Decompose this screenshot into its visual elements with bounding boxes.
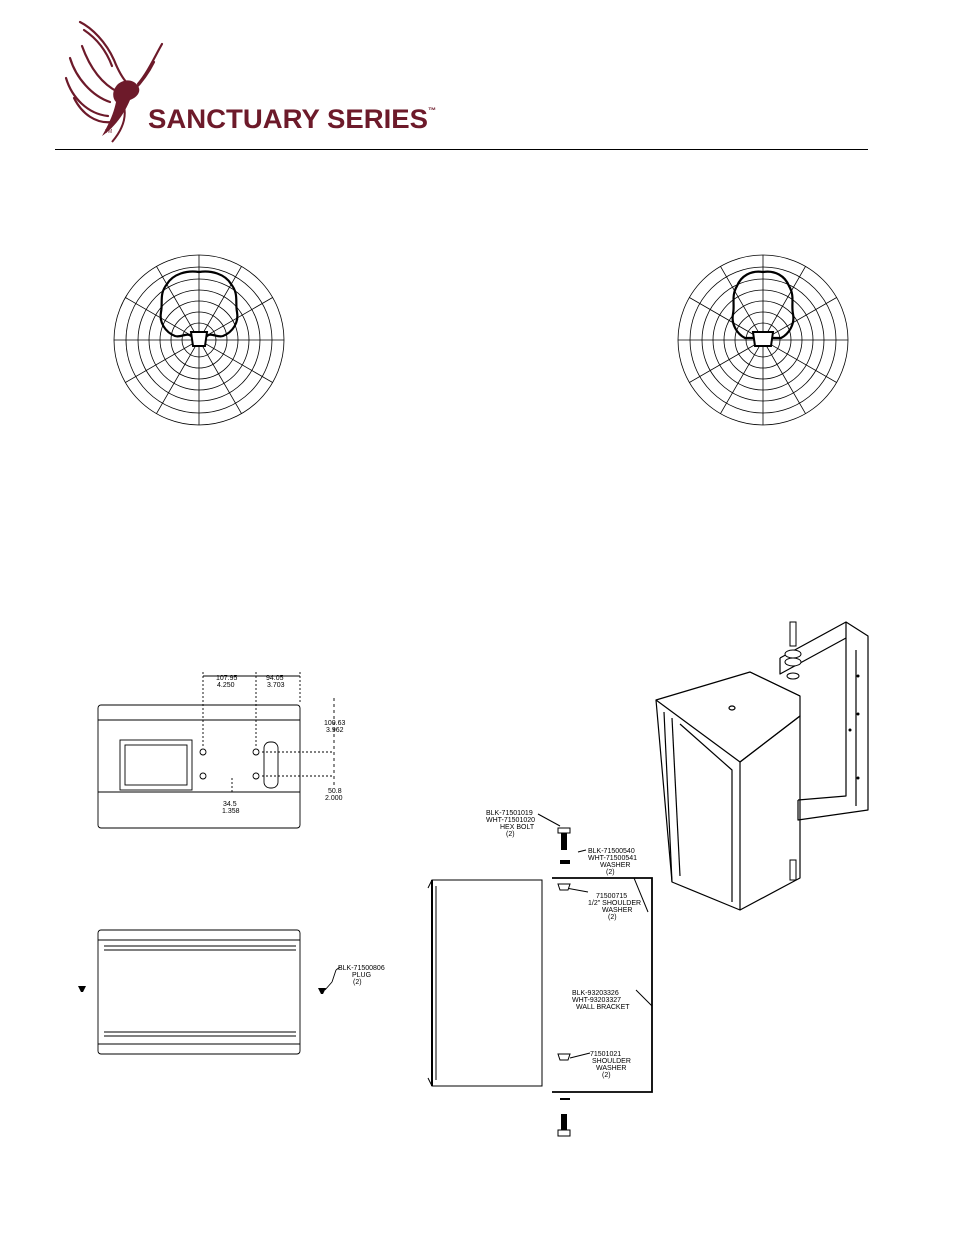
- dim-3-in: 3.962: [326, 727, 344, 734]
- side-view-drawing: BLK-71500806 PLUG (2): [70, 922, 390, 1062]
- washer-qty: (2): [606, 869, 615, 876]
- brand-wordmark: SANCTUARY SERIES™: [148, 104, 436, 135]
- shoulder-washer-name2: WASHER: [602, 907, 632, 914]
- shoulder-washer-2-name1: SHOULDER: [592, 1058, 631, 1065]
- brand-name: SANCTUARY SERIES: [148, 104, 428, 134]
- dim-4-in: 2.000: [325, 795, 343, 802]
- dim-2-mm: 94.05: [266, 675, 284, 682]
- dim-2-in: 3.703: [267, 682, 285, 689]
- plug-name: PLUG: [352, 972, 371, 979]
- polar-plot-left: [112, 253, 286, 427]
- hex-bolt-wht: WHT-71501020: [486, 817, 535, 824]
- wall-bracket-blk: BLK-93203326: [572, 990, 619, 997]
- hex-bolt-qty: (2): [506, 831, 515, 838]
- dim-3-mm: 100.63: [324, 720, 346, 727]
- wall-bracket-wht: WHT-93203327: [572, 997, 621, 1004]
- small-trademark: TM: [105, 129, 112, 135]
- dim-4-mm: 50.8: [328, 788, 342, 795]
- polar-plot-right: [676, 253, 850, 427]
- dim-1-in: 4.250: [217, 682, 235, 689]
- dim-1-mm: 107.95: [216, 675, 238, 682]
- exploded-view-drawing: BLK-71501019 WHT-71501020 HEX BOLT (2) B…: [420, 800, 660, 1145]
- plug-part: BLK-71500806: [338, 965, 385, 972]
- shoulder-washer-2-name2: WASHER: [596, 1065, 626, 1072]
- header-rule: [55, 149, 868, 150]
- washer-wht: WHT-71500541: [588, 855, 637, 862]
- washer-name: WASHER: [600, 862, 630, 869]
- shoulder-washer-2-qty: (2): [602, 1072, 611, 1079]
- shoulder-washer-qty: (2): [608, 914, 617, 921]
- washer-blk: BLK-71500540: [588, 848, 635, 855]
- wall-bracket-name: WALL BRACKET: [576, 1004, 630, 1011]
- shoulder-washer-2-part: 71501021: [590, 1051, 621, 1058]
- dim-5-mm: 34.5: [223, 801, 237, 808]
- front-view-drawing: 107.95 4.250 94.05 3.703 100.63 3.962 50…: [70, 660, 400, 840]
- hex-bolt-name: HEX BOLT: [500, 824, 535, 831]
- brand-trademark: ™: [428, 106, 436, 115]
- hex-bolt-blk: BLK-71501019: [486, 810, 533, 817]
- shoulder-washer-name1: 1/2" SHOULDER: [588, 900, 641, 907]
- dim-5-in: 1.358: [222, 808, 240, 815]
- plug-qty: (2): [353, 979, 362, 986]
- shoulder-washer-part: 71500715: [596, 893, 627, 900]
- speaker-isometric-drawing: [650, 620, 880, 920]
